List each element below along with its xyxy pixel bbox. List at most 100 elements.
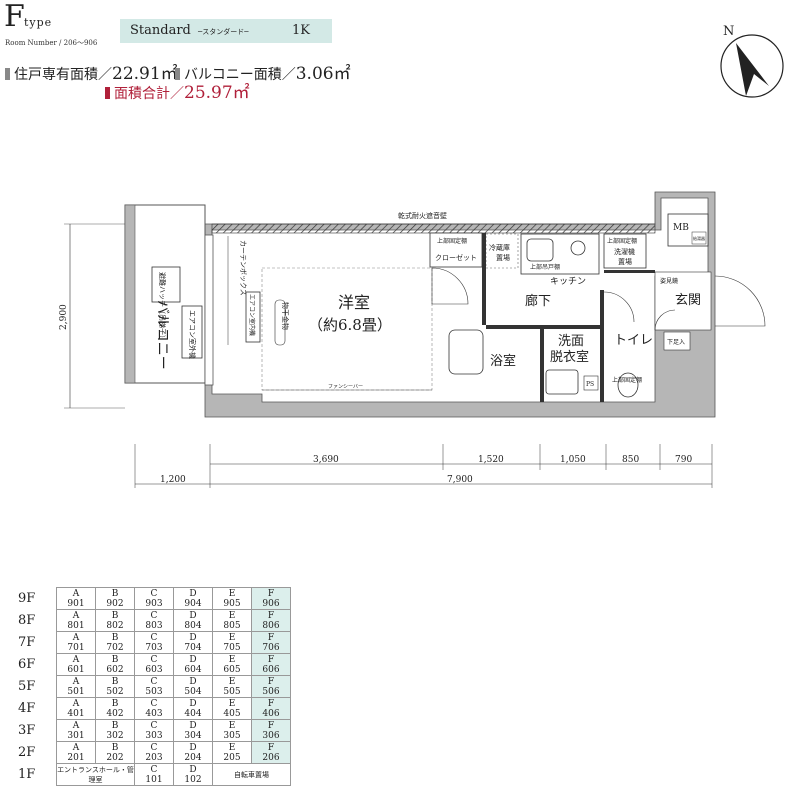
entry-frame-label: 姿見鏡 (660, 277, 678, 285)
room-column-letter: A (72, 588, 80, 599)
entrance-label: 玄関 (675, 293, 701, 308)
room-number: 302 (106, 730, 124, 741)
room-number: 206 (262, 752, 280, 763)
room-column-letter: E (228, 698, 236, 709)
floor-label: 3F (18, 722, 36, 738)
floor-label: 2F (18, 744, 36, 760)
dim-entrance: 790 (675, 455, 692, 465)
wall-room-corridor (482, 233, 486, 325)
room-number: 905 (223, 598, 241, 609)
room-column-letter: C (150, 654, 158, 665)
plan-band (120, 19, 332, 43)
fridge-label-b: 置場 (496, 253, 510, 262)
floor-label: 4F (18, 700, 36, 716)
compass-north-label: N (723, 24, 734, 39)
room-number: 801 (67, 620, 85, 631)
door-swing-room (431, 267, 469, 305)
room-column-letter: B (111, 610, 119, 621)
aircon-outdoor-label: エアコン室外機 (188, 310, 197, 359)
room-column-letter: B (111, 632, 119, 643)
room-number: 402 (106, 708, 124, 719)
toilet-label: トイレ (614, 333, 653, 348)
room-number: 804 (184, 620, 202, 631)
floor-label: 5F (18, 678, 36, 694)
room-column-letter: D (189, 632, 197, 643)
room-number: 405 (223, 708, 241, 719)
room-column-letter: F (267, 610, 275, 621)
room-number: 704 (184, 642, 202, 653)
sink-icon (526, 238, 554, 262)
north-arrow-icon (736, 43, 769, 96)
private-area: 住戸専有面積／22.91㎡ (5, 59, 178, 84)
room-number: 601 (67, 664, 85, 675)
entrance-area (654, 271, 712, 331)
balcony-rail (124, 204, 136, 384)
room-number: 603 (145, 664, 163, 675)
room-number: 606 (262, 664, 280, 675)
room-column-letter: A (72, 632, 80, 643)
room-column-letter: D (189, 698, 197, 709)
room-column-letter: B (111, 654, 119, 665)
room-number: 503 (145, 686, 163, 697)
fridge-label-a: 冷蔵庫 (489, 243, 510, 252)
room-number: 401 (67, 708, 85, 719)
room-number: 701 (67, 642, 85, 653)
room-column-letter: B (111, 742, 119, 753)
aircon-outdoor-unit (181, 305, 203, 359)
room-column-letter: A (72, 610, 80, 621)
water-heater-label: 給湯器 (693, 235, 705, 241)
room-number: 803 (145, 620, 163, 631)
dim-balcony: 1,200 (160, 475, 186, 485)
ps-label: PS (586, 381, 594, 388)
western-room-size: （約6.8畳） (308, 316, 392, 334)
room-column-letter: D (189, 654, 197, 665)
floor-label: 9F (18, 590, 36, 606)
room-number: 204 (184, 752, 202, 763)
door-swing-toilet (603, 291, 635, 323)
dim-corridor: 1,520 (478, 455, 504, 465)
hanger-label: 物干金物 (281, 302, 290, 330)
plan-name: Standard (130, 23, 191, 38)
shelf-label-2: 上部固定棚 (607, 237, 637, 245)
room-number: 303 (145, 730, 163, 741)
room-number: 202 (106, 752, 124, 763)
floor-label: 7F (18, 634, 36, 650)
bullet-bar (175, 68, 180, 80)
room-number: 505 (223, 686, 241, 697)
closet-label: クローゼット (435, 253, 477, 262)
dim-wash: 1,050 (560, 455, 586, 465)
wall-washer-bottom (604, 270, 655, 273)
bath-label: 浴室 (490, 353, 516, 369)
room-number: Room Number / 206～906 (5, 39, 98, 47)
private-area-value: 22.91㎡ (112, 64, 178, 84)
compass-ring (720, 34, 784, 98)
bicycle-cell: 自転車置場 (212, 763, 291, 786)
room-column-letter: A (72, 742, 80, 753)
type-letter: F (4, 0, 25, 34)
